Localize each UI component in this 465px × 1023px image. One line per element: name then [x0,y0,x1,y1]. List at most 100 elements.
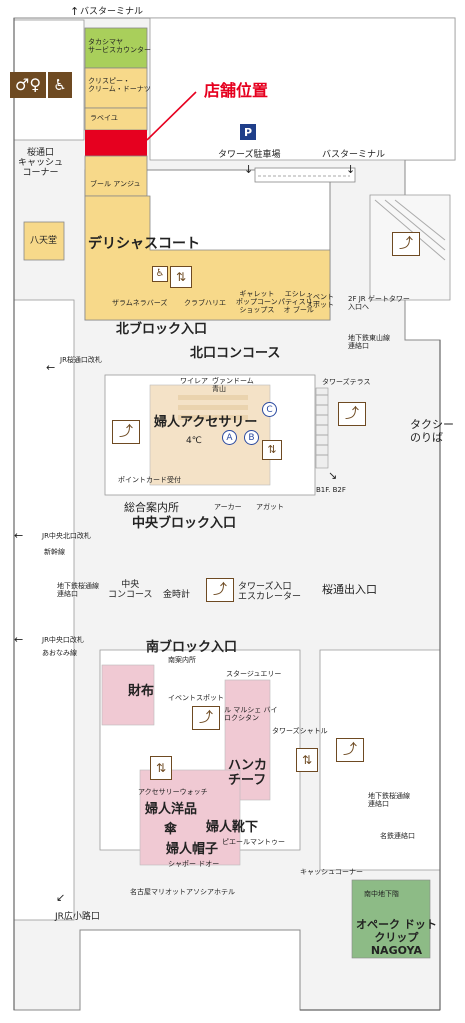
arrow-down-jr-hirokoji: ↙ [56,891,66,904]
shop-krispy [84,67,148,109]
label-b1f-b2f: B1F. B2F [316,486,346,494]
label-jr-central-south: JR中央口改札 [42,636,84,644]
label-boulangerie: ブール アンジュ [90,180,141,188]
label-garrett: ギャレット ポップコーン ショップス [236,290,278,314]
label-taxi: タクシー のりば [410,418,454,444]
label-wallet: 財布 [128,684,155,699]
marker-b: B [244,430,259,445]
shop-wallet [101,664,155,726]
wheelchair-icon-north: ♿ [152,266,168,282]
label-gold-clock: 金時計 [163,590,191,600]
label-event-spot-north: イベント スポット [306,293,334,309]
arrow-left-jr-central-north: ← [14,529,24,542]
label-north-entrance: 北ブロック入口 [116,322,208,337]
label-jr-hirokoji: JR広小路口 [55,912,100,922]
parking-icon: P [240,124,256,140]
arrow-up-bus-top: ↑ [70,5,80,18]
arrow-down-parking: ↓ [244,163,254,176]
label-gate-tower: 2F JR ゲートタワー 入口へ [348,295,410,311]
label-sakuradori-cash: 桜通口 キャッシュ コーナー [18,148,64,178]
elevator-icon-south: ⇅ [150,756,172,780]
label-vandome: ヴァンドーム 青山 [212,377,254,393]
label-aonami: あおなみ線 [42,649,77,657]
arrow-right-b1f: ↘ [328,469,338,482]
marker-a: A [222,430,237,445]
label-chapeau: シャポー ドオー [168,860,220,868]
label-accessory-watch: アクセサリーウォッチ [138,788,208,796]
callout-label: 店舗位置 [204,81,269,100]
label-hattendo: 八天堂 [30,236,58,246]
label-towers-parking: タワーズ駐車場 [218,150,281,160]
shop-south-pink [139,769,241,866]
arrow-left-jr-central-south: ← [14,633,24,646]
label-jr-sakuradori-gate: JR桜通口改札 [60,356,102,364]
label-4c: 4℃ [186,436,202,446]
label-meitetsu-link: 名鉄連絡口 [380,832,415,840]
escalator-icon-terrace: ⤴ [338,402,366,426]
label-club-harie: クラブハリエ [184,299,226,307]
label-ladies-accessory: 婦人アクセサリー [154,415,258,430]
label-aker: アーカー [214,503,242,511]
shop-boulangerie [84,155,148,197]
label-towers-terrace: タワーズテラス [322,378,371,386]
shop-opaque [351,879,431,959]
elevator-icon-shuttle: ⇅ [296,748,318,772]
escalator-icon-southeast: ⤴ [336,738,364,762]
shop-deli-court [84,195,331,321]
label-north-concourse: 北口コンコース [190,346,281,361]
label-subway-link-left: 地下鉄桜通線 連絡口 [57,582,99,598]
label-ladies-shoes: 婦人靴下 [206,820,259,835]
label-pierre: ピエールマントゥー [222,838,285,846]
wall-layer [13,18,441,1011]
arrow-down-bus-right: ↓ [346,163,356,176]
label-ladies-wear: 婦人洋品 [145,802,198,817]
label-deli-court: デリシャスコート [88,236,200,252]
label-wailea: ワイレア [180,377,208,385]
label-cash-corner: キャッシュコーナー [300,868,363,876]
shop-takashimaya [84,27,148,69]
label-towers-escalator: タワーズ入口 エスカレーター [238,582,302,602]
escalator-icon-south: ⤴ [192,706,220,730]
label-ladies-hat: 婦人帽子 [166,842,219,857]
label-marriott: 名古屋マリオットアソシアホテル [130,888,235,896]
marker-c: C [262,402,277,417]
label-shinkansen: 新幹線 [44,548,65,556]
label-towers-shuttle: タワーズシャトル [272,727,328,735]
label-zaramu: ザラムネラバーズ [112,299,168,307]
label-central-concourse: 中央 コンコース [108,580,153,600]
label-krispy: クリスピー・ クリーム・ドーナツ [88,77,151,93]
label-central-entrance: 中央ブロック入口 [132,516,237,531]
label-stage-jewelry: スタージュエリー [226,670,282,678]
label-bus-terminal-right: バスターミナル [322,150,386,160]
shop-hattendo [23,221,65,261]
label-subway-sakura-link: 地下鉄桜通線 連絡口 [368,792,410,808]
escalator-icon-central: ⤴ [112,420,140,444]
label-sakuradori-exit: 桜通出入口 [322,583,377,596]
store-position-highlight [85,130,147,156]
label-event-spot-south: イベントスポット [168,694,224,702]
label-eshire: エシレ・ パティスリー オ ブール [278,290,320,314]
label-pointcard: ポイントカード受付 [118,476,181,484]
label-le-marche: ル マルシェ バイ ロクシタン [224,706,278,722]
label-jr-central-north: JR中央北口改札 [42,532,91,540]
label-takashimaya: タカシマヤ サービスカウンター [88,38,151,54]
label-bus-terminal-top: バスターミナル [80,7,144,17]
wheelchair-icon: ♿ [48,72,72,98]
label-agate: アガット [256,503,284,511]
escalator-icon-towers: ⤴ [206,578,234,602]
label-south-entrance: 南ブロック入口 [146,640,238,655]
label-opaque: オペーク ドット クリップ NAGOYA [356,918,437,957]
label-higashiyama-link: 地下鉄東山線 連絡口 [348,334,390,350]
label-south-info: 南案内所 [168,656,196,664]
label-umbrella: 傘 [164,822,178,837]
label-handkerchief: ハンカ チーフ [228,758,268,788]
label-south-underground: 南中地下階 [364,890,399,898]
elevator-icon-central: ⇅ [262,440,282,460]
toilet-icon: ♂♀ [10,72,46,98]
escalator-icon-north: ⇅ [170,266,192,288]
label-raveiyu: ラベイユ [90,114,118,122]
label-info-center: 総合案内所 [124,501,179,514]
arrow-left-jr-sakura: ← [46,361,56,374]
callout-line [146,91,197,141]
